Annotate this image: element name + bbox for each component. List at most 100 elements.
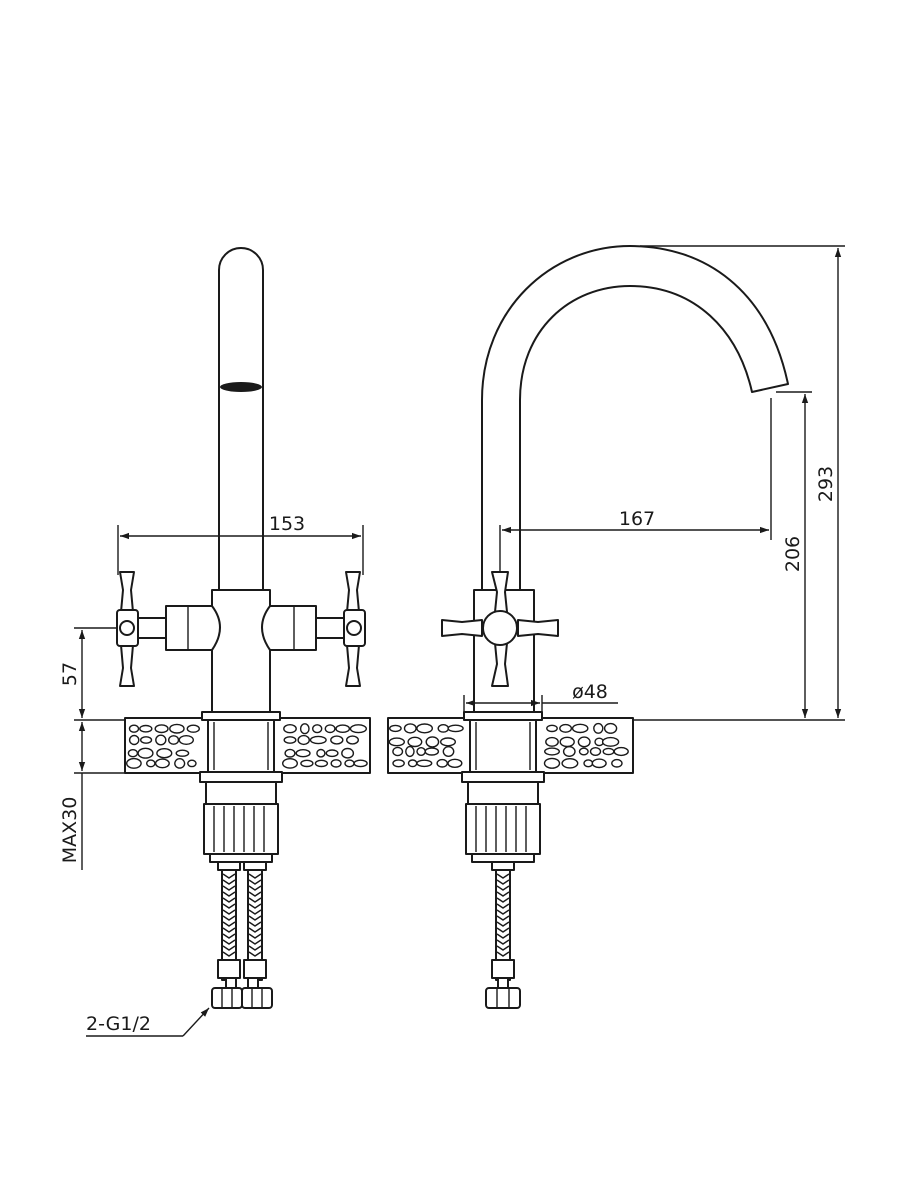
pebble [128, 734, 140, 746]
hose-braid [222, 909, 236, 915]
front-view: 153 57 MAX30 2-G1/2 [59, 247, 371, 1037]
pebble [559, 723, 573, 733]
pebble [154, 724, 169, 734]
pebble [447, 724, 464, 733]
dimension-153: 153 [117, 513, 364, 575]
hose-braid [496, 885, 510, 891]
hose-braid [222, 915, 236, 921]
pebble [349, 724, 368, 734]
pebble [330, 759, 342, 768]
right-cross-handle [315, 571, 366, 687]
pebble [283, 724, 297, 734]
right-valve-housing [261, 605, 317, 651]
hose-braid [496, 933, 510, 939]
hose-braid [496, 951, 510, 957]
hose-braid [496, 903, 510, 909]
pebble [300, 759, 314, 768]
pebble [578, 747, 589, 756]
pebble [601, 736, 620, 747]
pebble [309, 735, 327, 745]
hose-braid [222, 903, 236, 909]
supply-hoses-front [211, 861, 273, 1009]
hose-braid [496, 879, 510, 885]
left-cross-handle [116, 571, 167, 687]
pebble [283, 736, 297, 744]
pebble [299, 723, 310, 735]
pebble [437, 724, 450, 733]
pebble [436, 758, 449, 768]
hose-braid [248, 885, 262, 891]
pebble [174, 758, 186, 769]
hose-braid [222, 933, 236, 939]
pebble [407, 759, 418, 768]
pebble [353, 759, 368, 768]
hose-braid [222, 927, 236, 933]
pebble [603, 722, 618, 734]
pebble [602, 747, 615, 756]
hose-braid [222, 897, 236, 903]
gooseneck-spout [481, 245, 789, 591]
left-valve-housing [165, 605, 221, 651]
pebble [137, 747, 154, 759]
pebble [543, 757, 561, 769]
pebble [392, 759, 405, 768]
hose-braid [248, 897, 262, 903]
dimension-206: 206 [776, 391, 812, 718]
pebble [416, 759, 433, 768]
riser-ring-front [220, 382, 262, 392]
pebble [447, 758, 463, 768]
pebble [127, 749, 139, 758]
pebble [593, 722, 604, 734]
countertop-front [124, 717, 371, 774]
pebble [403, 723, 417, 734]
pebble [442, 746, 455, 758]
hose-braid [222, 921, 236, 927]
pebble [407, 736, 423, 748]
pebble [186, 724, 201, 733]
lock-nut-side [465, 803, 541, 863]
pebble [140, 736, 153, 744]
pebble [341, 747, 355, 759]
dimension-label-167: 167 [619, 508, 655, 530]
pebble [156, 748, 173, 759]
pebble [440, 737, 457, 747]
lock-nut-front [203, 803, 279, 863]
hose-braid [248, 873, 262, 879]
pebble [169, 723, 185, 734]
pebble [544, 747, 561, 756]
hose-braid [248, 879, 262, 885]
pebble [344, 759, 355, 768]
pebble [312, 724, 323, 734]
pebble [405, 745, 415, 758]
side-cross-handle [441, 571, 559, 687]
pebble [145, 759, 156, 768]
hose-braid [222, 945, 236, 951]
pebble [297, 734, 311, 746]
dimension-48: ø48 [463, 681, 618, 712]
pebble [589, 747, 602, 757]
base-flange-side [463, 711, 543, 721]
hose-braid [248, 921, 262, 927]
pebble [284, 748, 296, 758]
pebble [562, 746, 576, 758]
pebble [187, 759, 197, 768]
pebble [139, 724, 153, 733]
hose-braid [496, 921, 510, 927]
dimension-label-max30: MAX30 [59, 797, 81, 864]
pebble [168, 735, 180, 745]
hose-braid [496, 945, 510, 951]
dimension-max30: MAX30 [59, 722, 125, 870]
hose-braid [496, 891, 510, 897]
pebble [559, 736, 575, 748]
hose-braid [248, 915, 262, 921]
dimension-57: 57 [59, 627, 125, 721]
base-flange-front [201, 711, 281, 721]
pebble [591, 758, 607, 769]
hose-braid [248, 933, 262, 939]
pebble [388, 737, 405, 747]
hose-braid [496, 897, 510, 903]
riser-tube-front [218, 247, 264, 591]
hose-braid [248, 939, 262, 945]
shank-front [207, 719, 275, 773]
hose-braid [222, 939, 236, 945]
